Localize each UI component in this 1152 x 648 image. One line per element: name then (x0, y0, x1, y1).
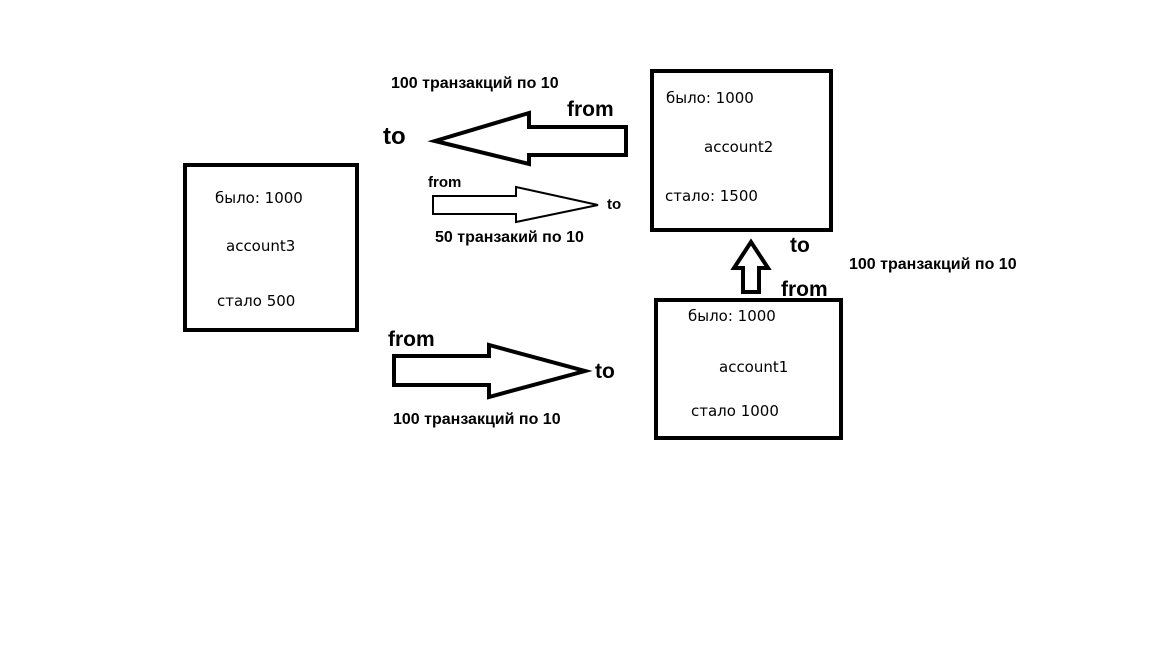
transfer-a1-to-a2-label: 100 транзакций по 10 (849, 256, 1017, 273)
transfer-a3-to-a2-to: to (607, 196, 622, 213)
account3-name: account3 (226, 237, 296, 255)
transfer-a3-to-a2-from: from (428, 174, 462, 191)
transfer-a3-to-a2-label: 50 транзакий по 10 (435, 229, 584, 246)
arrow-a1-to-a2 (730, 238, 772, 294)
account3-after: стало 500 (217, 292, 296, 310)
transfer-a2-to-a3-from: from (567, 98, 614, 121)
account1-name: account1 (719, 358, 789, 376)
transfer-a3-to-a1-from: from (388, 328, 435, 351)
account1-box (654, 298, 843, 440)
account2-after: стало: 1500 (665, 187, 758, 205)
account1-before: было: 1000 (688, 307, 776, 325)
transfer-a3-to-a1-to: to (595, 360, 615, 383)
transfer-a1-to-a2-from: from (781, 278, 828, 301)
arrow-a3-to-a2 (432, 185, 599, 224)
arrow-a3-to-a1 (392, 342, 593, 400)
account3-box (183, 163, 359, 332)
transfer-a2-to-a3-label: 100 транзакций по 10 (391, 75, 559, 92)
account2-name: account2 (704, 138, 774, 156)
account2-box (650, 69, 833, 232)
account2-before: было: 1000 (666, 89, 754, 107)
arrow-a2-to-a3 (427, 110, 628, 167)
transfer-a2-to-a3-to: to (383, 123, 406, 150)
account3-before: было: 1000 (215, 189, 303, 207)
account1-after: стало 1000 (691, 402, 779, 420)
transfer-a1-to-a2-to: to (790, 234, 810, 257)
transfer-a3-to-a1-label: 100 транзакций по 10 (393, 411, 561, 428)
